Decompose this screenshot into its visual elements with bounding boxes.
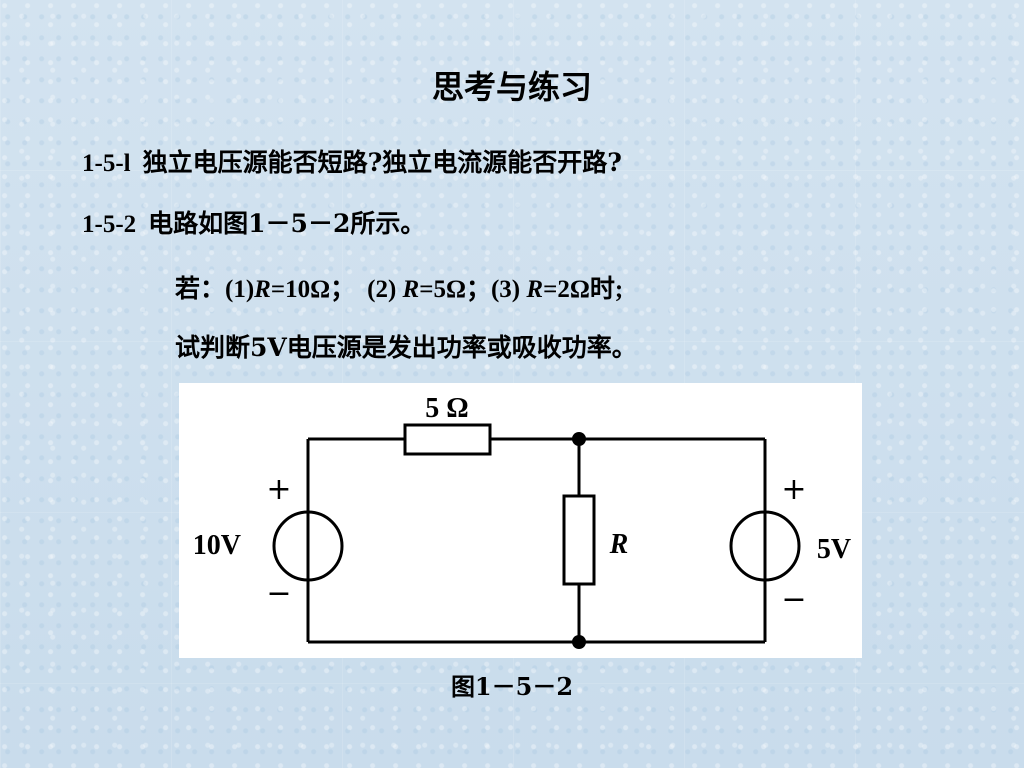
case-2-value: =5Ω； — [419, 276, 491, 303]
left-source-minus: − — [266, 576, 291, 611]
case-3-label: (3) — [490, 276, 527, 303]
left-source-label: 10V — [193, 530, 241, 561]
series-resistor — [403, 423, 492, 456]
question-text: 独立电压源能否短路?独立电流源能否开路? — [142, 148, 622, 177]
case-3-value: =2Ω时; — [543, 276, 624, 303]
right-source-label: 5V — [817, 534, 851, 565]
load-resistor-label: R — [609, 529, 629, 560]
case-1-value: =10Ω； — [270, 276, 356, 303]
question-number: 1-5-2 — [82, 211, 137, 238]
question-number: 1-5-l — [82, 150, 131, 177]
junction-top — [572, 432, 586, 446]
series-resistor-label: 5 Ω — [425, 393, 468, 424]
case-1-variable: R — [254, 276, 271, 303]
question-conditions: 若：(1)R=10Ω；(2) R=5Ω；(3) R=2Ω时; — [175, 269, 623, 305]
left-source-plus: + — [266, 472, 291, 507]
question-1-5-2: 1-5-2 电路如图1－5－2所示。 — [82, 204, 425, 240]
circuit-diagram: 5 Ω 10V 5V R + − + − — [193, 393, 851, 649]
question-text: 电路如图1－5－2所示。 — [148, 209, 426, 238]
condition-prefix: 若： — [175, 274, 226, 303]
junction-bottom — [572, 635, 586, 649]
right-source-minus: − — [781, 582, 806, 617]
question-1-5-1: 1-5-l 独立电压源能否短路?独立电流源能否开路? — [82, 143, 622, 179]
right-source-plus: + — [781, 472, 806, 507]
question-instruction: 试判断5V电压源是发出功率或吸收功率。 — [175, 333, 637, 362]
case-2-label: (2) — [367, 276, 403, 303]
circuit-figure: 5 Ω 10V 5V R + − + − — [179, 383, 862, 658]
load-resistor — [562, 494, 596, 586]
case-1-label: (1) — [225, 276, 255, 303]
figure-caption: 图1－5－2 — [450, 672, 574, 701]
case-3-variable: R — [526, 276, 544, 303]
case-2-variable: R — [402, 276, 420, 303]
page-title: 思考与练习 — [431, 68, 592, 106]
